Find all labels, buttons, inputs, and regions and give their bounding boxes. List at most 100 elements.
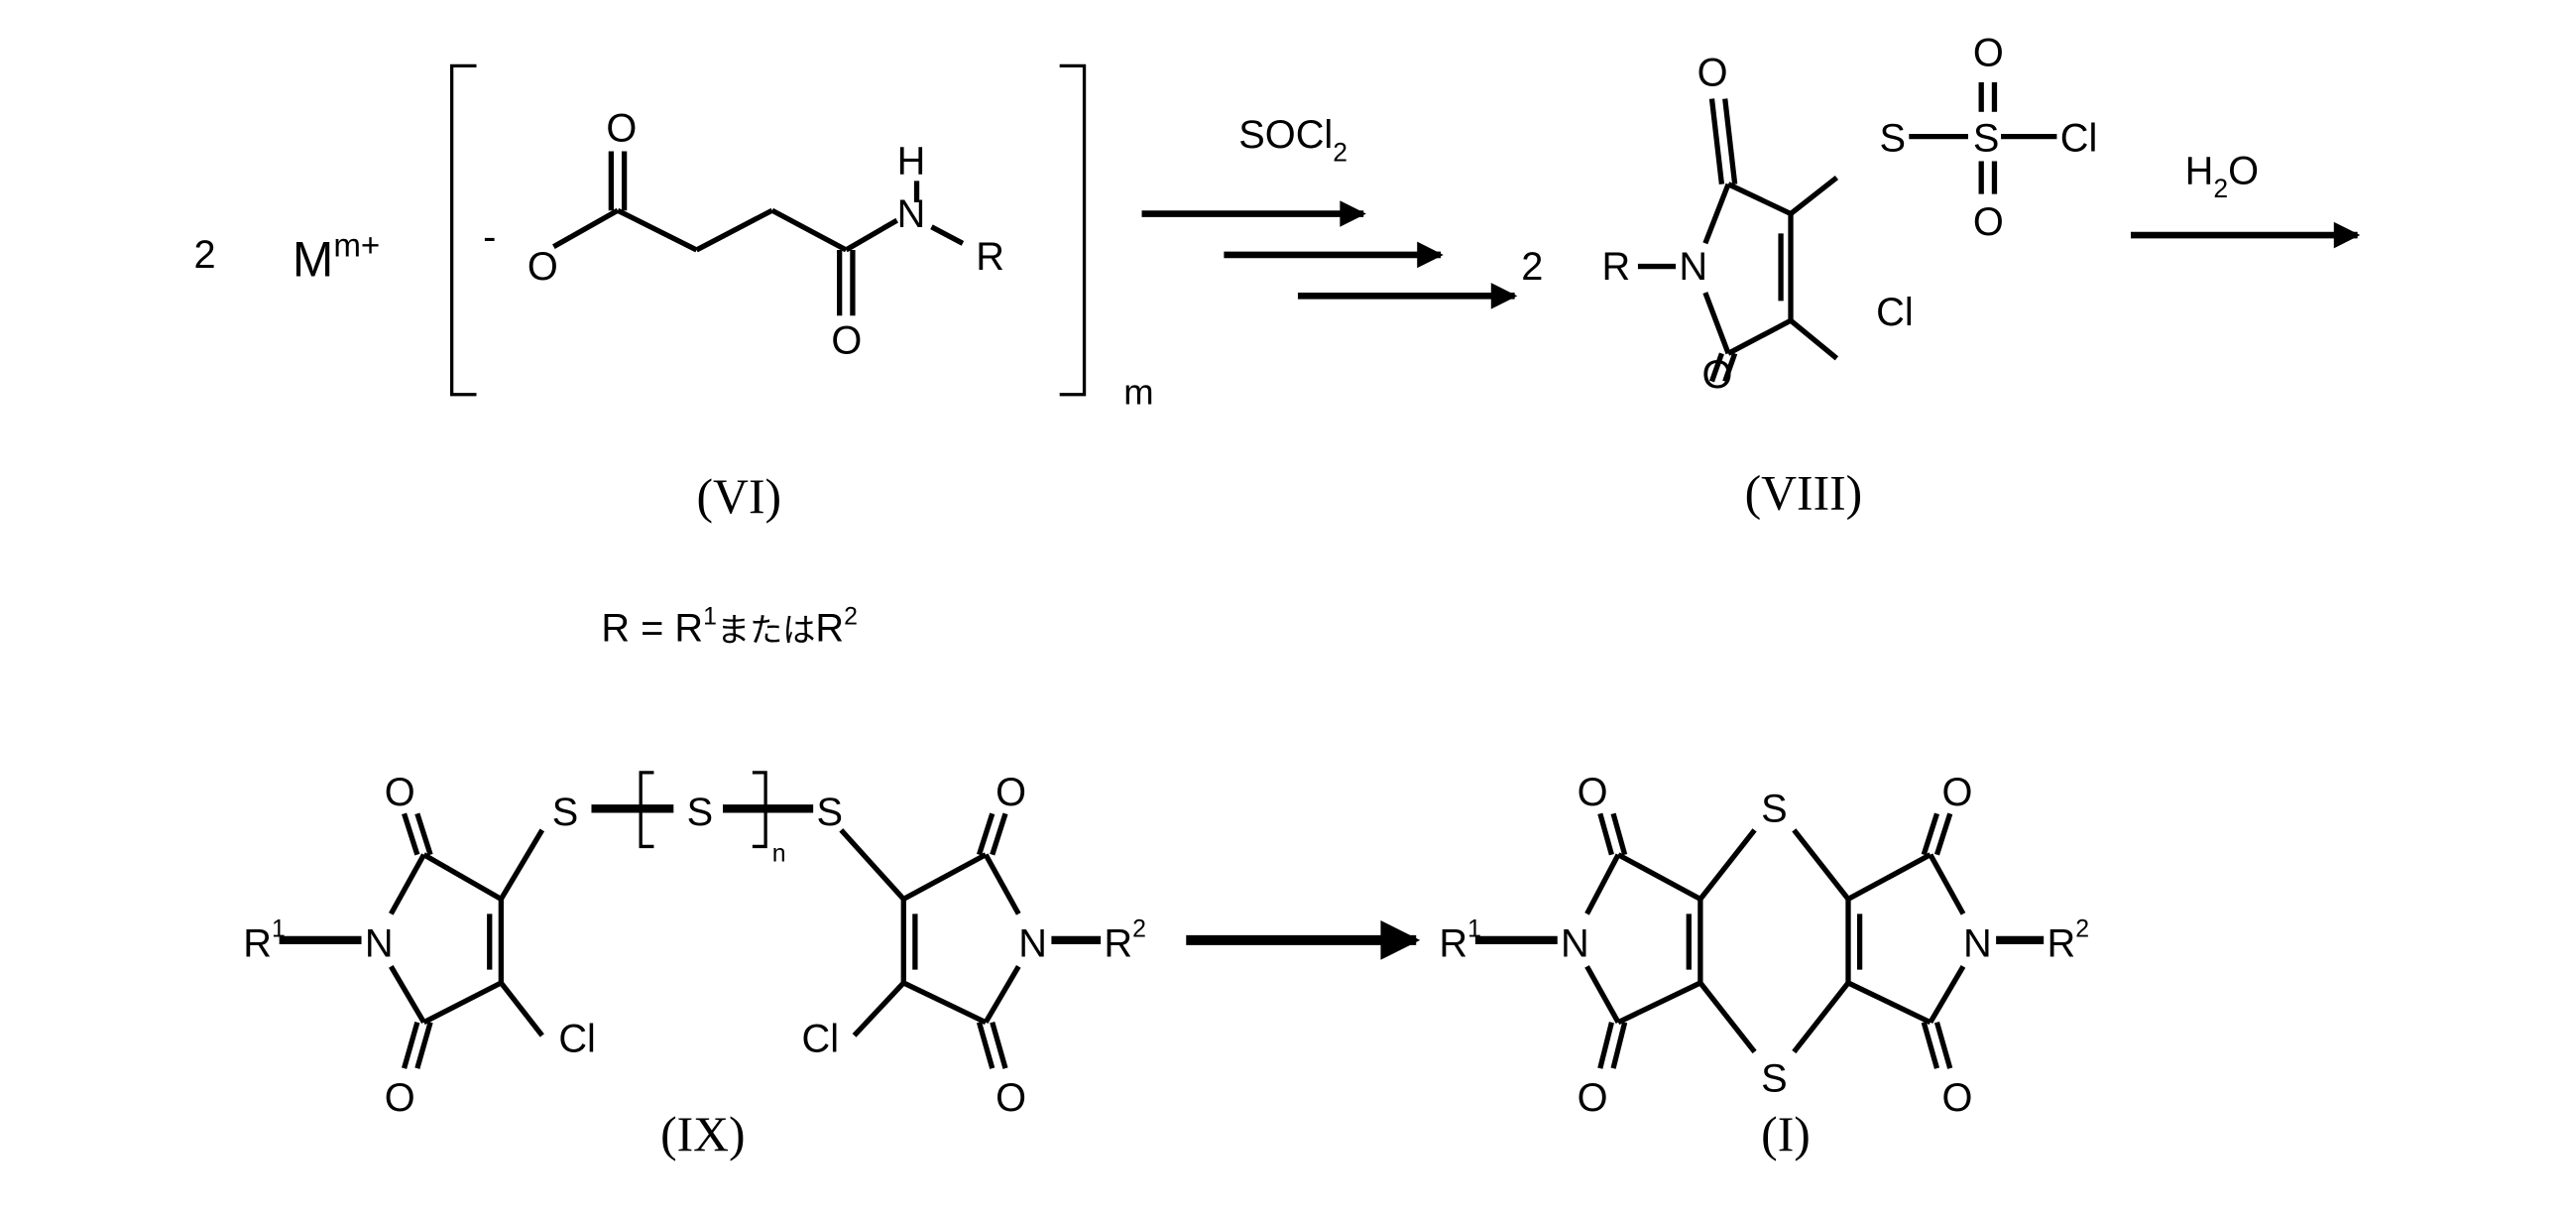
bond [501,983,541,1035]
atom-r2: R2 [2047,916,2089,966]
atom-o: O [527,245,558,289]
bond [986,855,1018,914]
bond [423,983,501,1023]
atom-o: O [1702,353,1733,397]
bond [618,210,697,250]
atom-s: S [1761,788,1788,831]
atom-o: O [1578,1076,1608,1120]
anion-charge: - [483,215,496,259]
double-bond [1600,813,1612,854]
bond [1791,178,1836,213]
atom-cl: Cl [1876,291,1914,334]
bond [1618,983,1700,1023]
atom-r: R [1601,245,1630,289]
bond [855,983,904,1035]
double-bond [980,813,993,854]
bond [1931,966,1963,1022]
bond-lines [280,65,2358,1068]
atom-o: O [1578,771,1608,814]
atom-s: S [687,791,714,834]
bond [931,227,962,244]
compound-viii: 2 R N O O Cl S S Cl O O (VIII) [1521,31,2097,520]
atom-n: N [1963,921,1992,965]
bond [1728,320,1791,353]
viii-coefficient: 2 [1521,245,1543,289]
atom-h: H [897,140,926,183]
bond [553,210,618,246]
double-bond [1936,1023,1949,1068]
double-bond [417,1023,430,1068]
double-bond [1924,1023,1936,1068]
atom-s: S [1973,117,2000,161]
bond [1848,983,1931,1023]
bond [846,220,896,250]
repeat-subscript: m [1123,372,1153,413]
atom-r2: R2 [1104,916,1146,966]
double-bond [993,813,1005,854]
bond [1931,855,1963,914]
bracket-left [452,65,477,394]
bond [1705,184,1728,244]
bond [1705,293,1728,353]
atom-n: N [1018,921,1047,965]
bond [391,966,423,1022]
bond [1587,966,1618,1022]
atom-o: O [1973,200,2004,244]
compound-ix: R1 N O O Cl S S n S Cl O O N R2 (IX) [243,771,1146,1161]
repeat-subscript: n [772,840,786,867]
atom-s: S [1879,117,1906,161]
bond [841,830,903,900]
atom-cl: Cl [558,1018,596,1061]
bond [903,983,986,1023]
atom-r1: R1 [1439,916,1481,966]
atom-n: N [1679,245,1707,289]
double-bond [1936,813,1949,854]
double-bond [1725,99,1735,184]
double-bond [1600,1023,1612,1068]
bond [1618,855,1700,900]
bond [423,855,501,900]
double-bond [1613,1023,1625,1068]
bond [1848,855,1931,900]
double-bond [405,813,417,854]
atom-cl: Cl [802,1018,840,1061]
atom-n: N [897,192,926,236]
atom-s: S [552,791,579,834]
atom-s: S [1761,1056,1788,1100]
bond [903,855,986,900]
atom-o: O [995,771,1026,814]
atom-cl: Cl [2060,117,2098,161]
atom-o: O [385,1076,415,1120]
reagent-water: H2O [2185,150,2259,203]
double-bond [993,1023,1005,1068]
atom-n: N [1561,921,1589,965]
bond [1700,830,1755,900]
compound-i: R1 N O O S S O O N R2 (I) [1439,771,2089,1161]
double-bond [417,813,430,854]
bond [501,830,541,900]
bond [1791,320,1836,358]
reagent-socl2: SOCl2 [1238,113,1347,167]
bond [1728,184,1791,214]
double-bond [1711,99,1721,184]
bond [772,210,847,250]
atom-o: O [385,771,415,814]
atom-o: O [606,107,637,151]
bond [1794,830,1848,900]
compound-label-vi: (VI) [697,469,782,524]
atom-o: O [1973,31,2004,74]
double-bond [1924,813,1936,854]
vi-coefficient: 2 [194,233,216,277]
bond [391,855,423,914]
bond [986,966,1018,1022]
bond [1587,855,1618,914]
compound-label-i: (I) [1761,1107,1811,1161]
compound-label-ix: (IX) [660,1107,746,1161]
atom-o: O [995,1076,1026,1120]
atom-r: R [976,235,1004,279]
bond [1794,983,1848,1052]
metal-cation: Mm+ [293,228,380,288]
bond [697,210,772,250]
double-bond [405,1023,417,1068]
